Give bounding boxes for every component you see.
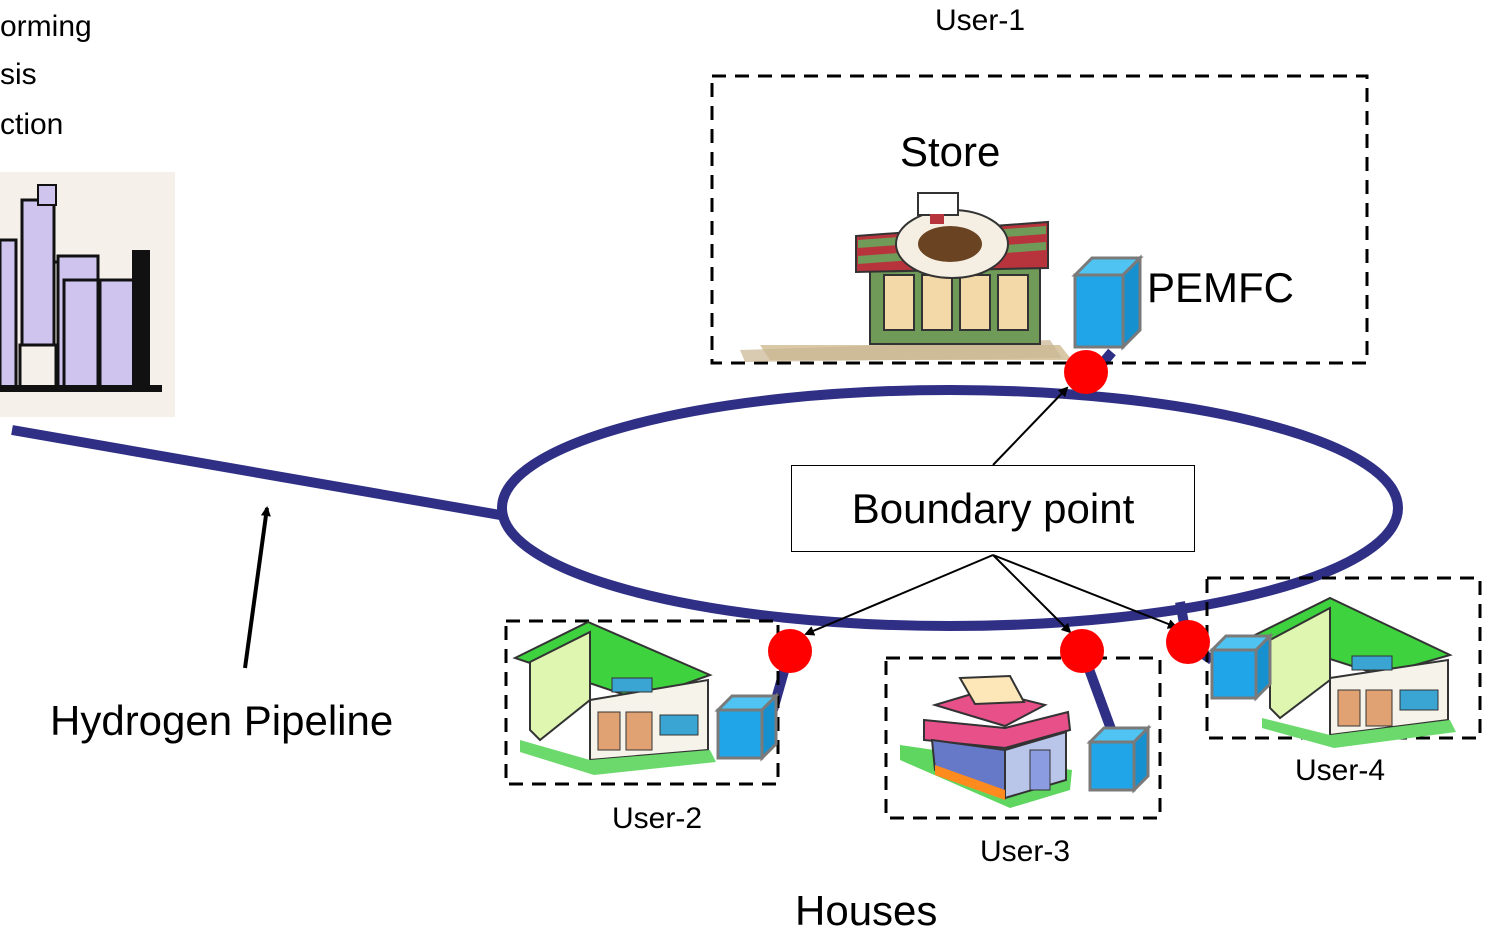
boundary-point-box: Boundary point bbox=[791, 465, 1195, 552]
boundary-node-user-3 bbox=[1060, 629, 1104, 673]
boundary-node-user-2 bbox=[768, 629, 812, 673]
hydrogen-pipeline bbox=[11, 348, 1403, 742]
boundary-arrows bbox=[804, 386, 1178, 636]
facility-text-line-2: sis bbox=[0, 58, 37, 91]
hydrogen-pipeline-label: Hydrogen Pipeline bbox=[50, 697, 394, 744]
user-2-box bbox=[504, 619, 780, 786]
pemfc-user-2-icon bbox=[714, 692, 780, 762]
boundary-node-user-1 bbox=[1064, 350, 1108, 394]
user-4-box bbox=[1205, 576, 1482, 740]
user-4-label: User-4 bbox=[1295, 754, 1386, 787]
user-2-label: User-2 bbox=[612, 802, 703, 835]
pemfc-user-4-icon bbox=[1208, 632, 1274, 702]
store-label: Store bbox=[900, 128, 1001, 175]
user-2-house-icon bbox=[512, 620, 716, 775]
facility-text-line-1: orming bbox=[0, 10, 92, 43]
user-3-label: User-3 bbox=[980, 835, 1071, 868]
pemfc-user-1-icon bbox=[1071, 254, 1144, 351]
user-1-label: User-1 bbox=[935, 4, 1026, 37]
user-1-box bbox=[710, 74, 1369, 365]
pemfc-user-3-icon bbox=[1086, 724, 1152, 794]
boundary-node-user-4 bbox=[1166, 620, 1210, 664]
hydrogen-production-facility-icon bbox=[0, 172, 175, 417]
houses-label: Houses bbox=[795, 887, 938, 934]
boundary-point-label: Boundary point bbox=[851, 484, 1135, 532]
facility-text-line-3: ction bbox=[0, 108, 64, 141]
pemfc-label: PEMFC bbox=[1147, 264, 1294, 311]
user-3-box bbox=[884, 656, 1162, 820]
user-4-house-icon bbox=[1252, 596, 1456, 748]
user-3-house-icon bbox=[900, 674, 1072, 808]
pipeline-label-arrow bbox=[243, 506, 271, 669]
store-icon bbox=[740, 192, 1072, 362]
